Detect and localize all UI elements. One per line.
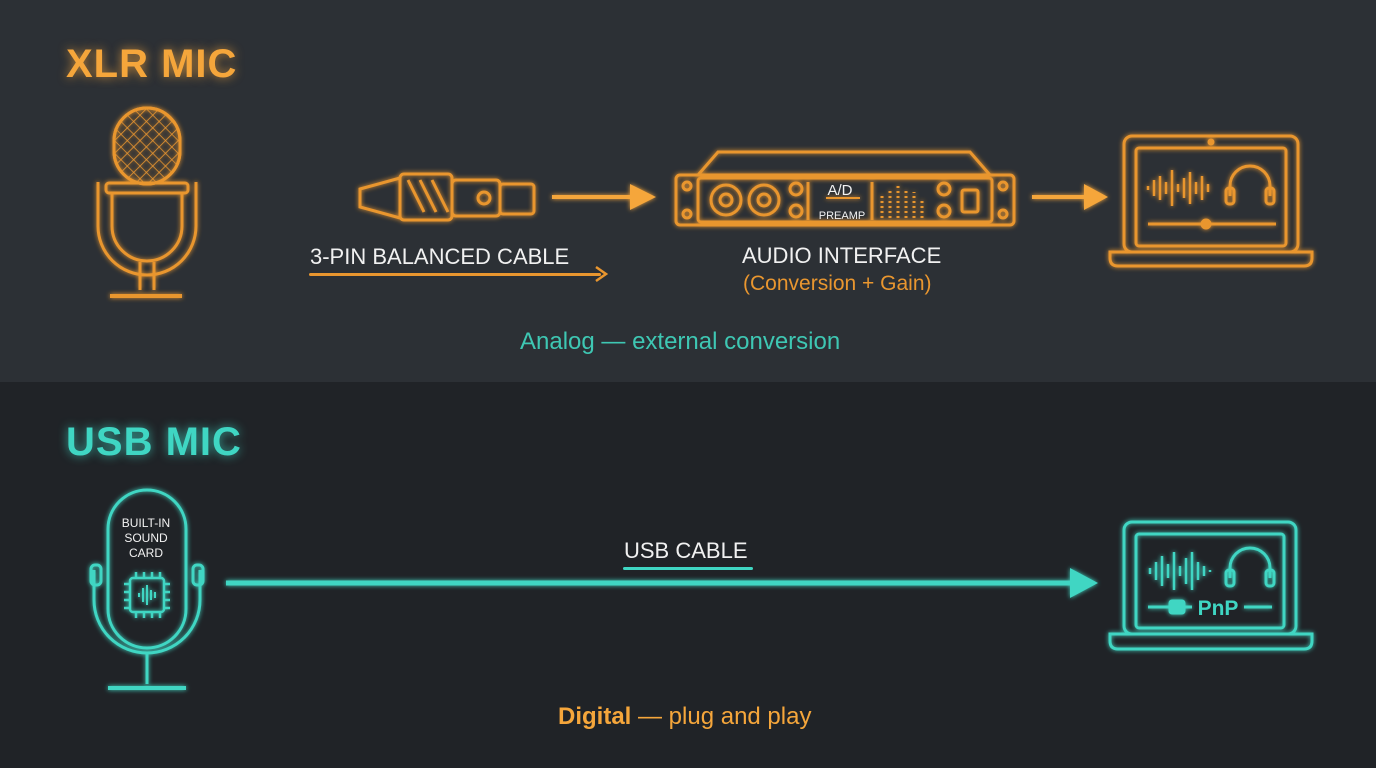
xlr-connector-icon: [358, 172, 536, 222]
arrow-right-icon: [552, 184, 656, 210]
usb-microphone-icon: [89, 488, 205, 690]
soundcard-label-line2: SOUND: [124, 531, 168, 545]
chip-icon: [124, 572, 170, 618]
audio-interface-icon: [674, 150, 1016, 227]
xlr-cable-underline: [309, 273, 601, 276]
soundcard-label-line3: CARD: [129, 546, 163, 560]
xlr-microphone-icon: [96, 106, 198, 298]
xlr-heading: XLR MIC: [66, 42, 238, 86]
usb-heading: USB MIC: [66, 420, 242, 464]
usb-cable-label: USB CABLE: [624, 538, 748, 563]
arrow-right-icon: [1032, 184, 1108, 210]
interface-ad-label: A/D: [827, 182, 852, 199]
soundcard-label-line1: BUILT-IN: [122, 516, 170, 530]
usb-caption-rest: — plug and play: [631, 703, 812, 730]
interface-meter: [880, 184, 924, 218]
usb-cable-underline: [623, 567, 753, 570]
laptop-waveform-headphones-icon: [1108, 134, 1314, 268]
audio-interface-label: AUDIO INTERFACE: [742, 243, 942, 268]
xlr-cable-label: 3-PIN BALANCED CABLE: [310, 244, 570, 269]
usb-section: [0, 382, 1376, 768]
arrow-right-icon: [595, 265, 609, 283]
laptop-pnp-label: PnP: [1198, 597, 1239, 620]
laptop-pnp-icon: [1108, 520, 1314, 651]
xlr-caption: Analog — external conversion: [520, 328, 841, 355]
interface-preamp-label: PREAMP: [819, 210, 865, 222]
usb-caption-keyword: Digital: [558, 703, 632, 730]
usb-caption: Digital — plug and play: [558, 703, 811, 731]
audio-interface-sublabel: (Conversion + Gain): [743, 272, 932, 295]
usb-cable-arrow: [226, 568, 1098, 598]
